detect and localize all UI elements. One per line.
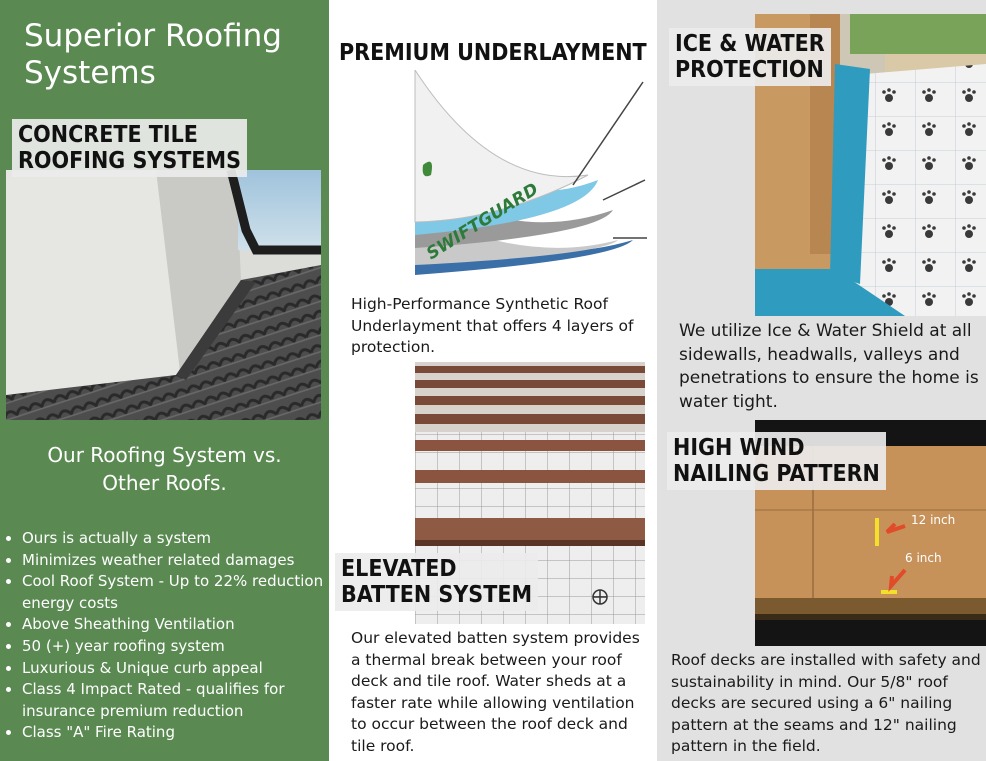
underlayment-text: High-Performance Synthetic Roof Underlay…: [351, 295, 634, 357]
concrete-tile-tag: CONCRETE TILE ROOFING SYSTEMS: [12, 119, 247, 177]
list-item: Above Sheathing Ventilation: [22, 614, 329, 636]
label-12-inch: 12 inch: [911, 513, 955, 527]
underlayment-illustration: SWIFTGUARD: [413, 70, 657, 275]
batten-tag: ELEVATED BATTEN SYSTEM: [335, 553, 539, 611]
brand-title: Superior Roofing Systems: [24, 18, 282, 91]
list-item: Cool Roof System - Up to 22% reduction i…: [22, 571, 329, 614]
tag-line: BATTEN SYSTEM: [341, 582, 533, 608]
tag-line: HIGH WIND: [673, 435, 805, 461]
tag-line: ELEVATED: [341, 556, 457, 582]
list-item: Class 4 Impact Rated - qualifies for ins…: [22, 679, 329, 722]
middle-panel: PREMIUM UNDERLAYMENT SWIFTGUARD High-Per…: [329, 0, 657, 761]
list-item: Class "A" Fire Rating: [22, 722, 329, 744]
comparison-title: Our Roofing System vs. Other Roofs.: [47, 443, 282, 495]
tag-line: PREMIUM UNDERLAYMENT: [339, 40, 647, 66]
label-6-inch: 6 inch: [905, 551, 942, 565]
tag-line: NAILING PATTERN: [673, 461, 880, 487]
underlayment-tag: PREMIUM UNDERLAYMENT: [339, 40, 647, 66]
high-wind-text: Roof decks are installed with safety and…: [671, 651, 981, 756]
tag-line: CONCRETE TILE: [18, 122, 198, 148]
ice-water-tag: ICE & WATER PROTECTION: [669, 28, 831, 86]
feature-list: Ours is actually a system Minimizes weat…: [6, 528, 329, 744]
list-item: 50 (+) year roofing system: [22, 636, 329, 658]
right-panel: ICE & WATER PROTECTION We utilize Ice & …: [657, 0, 986, 761]
tag-line: ICE & WATER: [675, 31, 825, 57]
ice-water-photo: [755, 14, 986, 316]
list-item: Luxurious & Unique curb appeal: [22, 658, 329, 680]
batten-text: Our elevated batten system provides a th…: [351, 629, 640, 755]
list-item: Ours is actually a system: [22, 528, 329, 550]
high-wind-tag: HIGH WIND NAILING PATTERN: [667, 432, 886, 490]
list-item: Minimizes weather related damages: [22, 550, 329, 572]
concrete-tile-photo: [6, 170, 321, 420]
ice-water-text: We utilize Ice & Water Shield at all sid…: [679, 321, 979, 412]
left-panel: Superior Roofing Systems CONC: [0, 0, 329, 761]
tag-line: PROTECTION: [675, 57, 824, 83]
tag-line: ROOFING SYSTEMS: [18, 148, 241, 174]
